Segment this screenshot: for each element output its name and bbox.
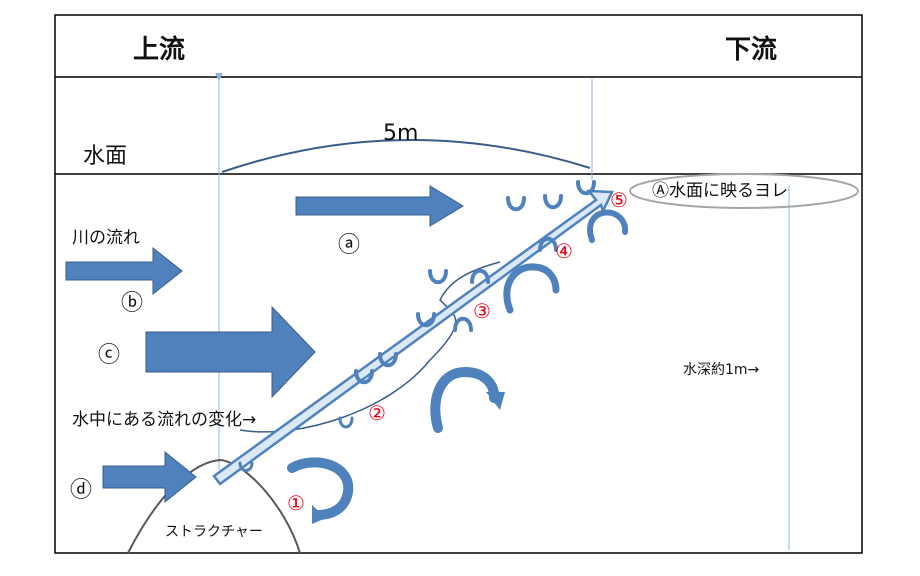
eddy-small [416, 312, 436, 328]
eddy-small [428, 269, 448, 285]
eddy-marker-1: ① [287, 491, 305, 515]
eddy-small [378, 352, 398, 368]
eddy-small [538, 236, 558, 252]
water-surface-label: 水面 [83, 144, 127, 169]
eddy-large-5 [587, 209, 629, 243]
distance-label: 5m [383, 121, 418, 146]
underwater-change-label: 水中にある流れの変化→ [72, 410, 256, 430]
structure-mound [127, 458, 301, 554]
underwater-change-curve [239, 261, 501, 433]
eddy-marker-2: ② [368, 401, 386, 425]
eddy-large-1-head [312, 505, 326, 524]
depth-label: 水深約1m→ [683, 362, 760, 378]
flow-arrow-c [145, 305, 316, 399]
distance-arc [221, 139, 591, 173]
eddy-small [506, 196, 526, 212]
upstream-label: 上流 [133, 35, 185, 65]
downstream-label: 下流 [725, 35, 777, 65]
diagonal-current-band [212, 189, 614, 486]
eddy-small [238, 461, 254, 472]
eddy-large-4 [503, 263, 560, 314]
eddy-marker-3: ③ [473, 299, 491, 323]
eddy-marker-4: ④ [555, 239, 573, 263]
eddy-small [576, 180, 596, 196]
frame-border [54, 14, 863, 554]
structure-label: ストラクチャー [165, 524, 263, 540]
eddy-small [354, 369, 374, 385]
eddy-small [453, 316, 473, 332]
flow-arrow-d [102, 450, 197, 504]
eddy-large-1 [287, 457, 354, 520]
eddy-small [338, 416, 354, 429]
river-flow-label: 川の流れ [72, 228, 140, 248]
flow-marker-b: ⓑ [121, 291, 143, 316]
eddy-large-3-head [486, 392, 505, 410]
flow-arrow-a [295, 185, 464, 227]
flow-arrow-b [65, 246, 183, 296]
eddy-large-3 [430, 366, 500, 433]
flow-marker-d: ⓓ [70, 478, 92, 503]
eddy-marker-5: ⑤ [610, 188, 628, 212]
eddy-small [543, 194, 563, 210]
flow-marker-c: ⓒ [98, 343, 120, 368]
surface-ripple-label: Ⓐ水面に映るヨレ [652, 181, 788, 201]
flow-marker-a: ⓐ [338, 233, 360, 258]
surface-ripple-ellipse [629, 173, 859, 209]
eddy-small [470, 268, 490, 284]
